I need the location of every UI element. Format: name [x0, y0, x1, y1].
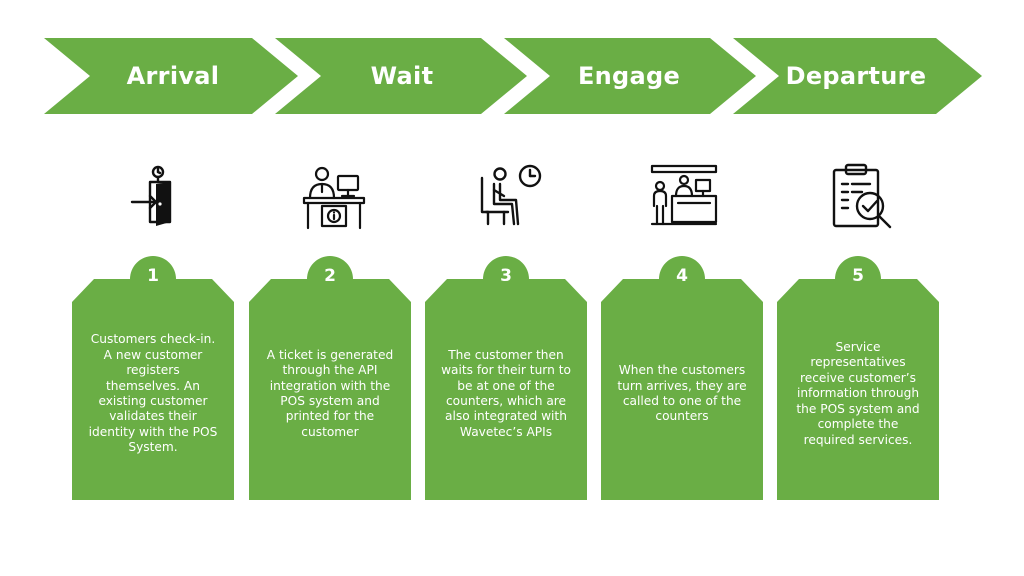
chevron-departure	[733, 38, 982, 114]
step-card-1	[72, 256, 234, 500]
chevron-arrival	[44, 38, 298, 114]
step-number-4: 4	[676, 266, 688, 286]
step-card-4	[601, 256, 763, 500]
door-entry-clock-icon	[130, 165, 172, 226]
step-description-2: A ticket is generated through the API in…	[266, 347, 394, 439]
step-number-1: 1	[147, 266, 159, 286]
stage-label-arrival: Arrival	[126, 62, 220, 90]
step-description-3: The customer then waits for their turn t…	[441, 347, 571, 439]
seated-waiting-clock-icon	[480, 164, 542, 226]
stage-chevron-banner	[44, 38, 982, 114]
step-description-1: Customers check-in. A new customer regis…	[88, 332, 218, 455]
step-card-5	[777, 256, 939, 500]
step-number-3: 3	[500, 266, 512, 286]
stage-label-departure: Departure	[785, 62, 927, 90]
step-description-5: Service representatives receive customer…	[796, 340, 920, 447]
step-number-2: 2	[324, 266, 336, 286]
step-description-4: When the customers turn arrives, they ar…	[617, 363, 747, 424]
stage-label-wait: Wait	[370, 62, 434, 90]
chevron-wait	[275, 38, 527, 114]
chevron-engage	[504, 38, 756, 114]
step-card-3	[425, 256, 587, 500]
clipboard-check-magnifier-icon	[832, 163, 892, 229]
service-counter-icon	[650, 164, 718, 226]
desk-agent-computer-icon	[302, 166, 366, 230]
stage-label-engage: Engage	[577, 62, 681, 90]
step-card-2	[249, 256, 411, 500]
step-number-5: 5	[852, 266, 864, 286]
